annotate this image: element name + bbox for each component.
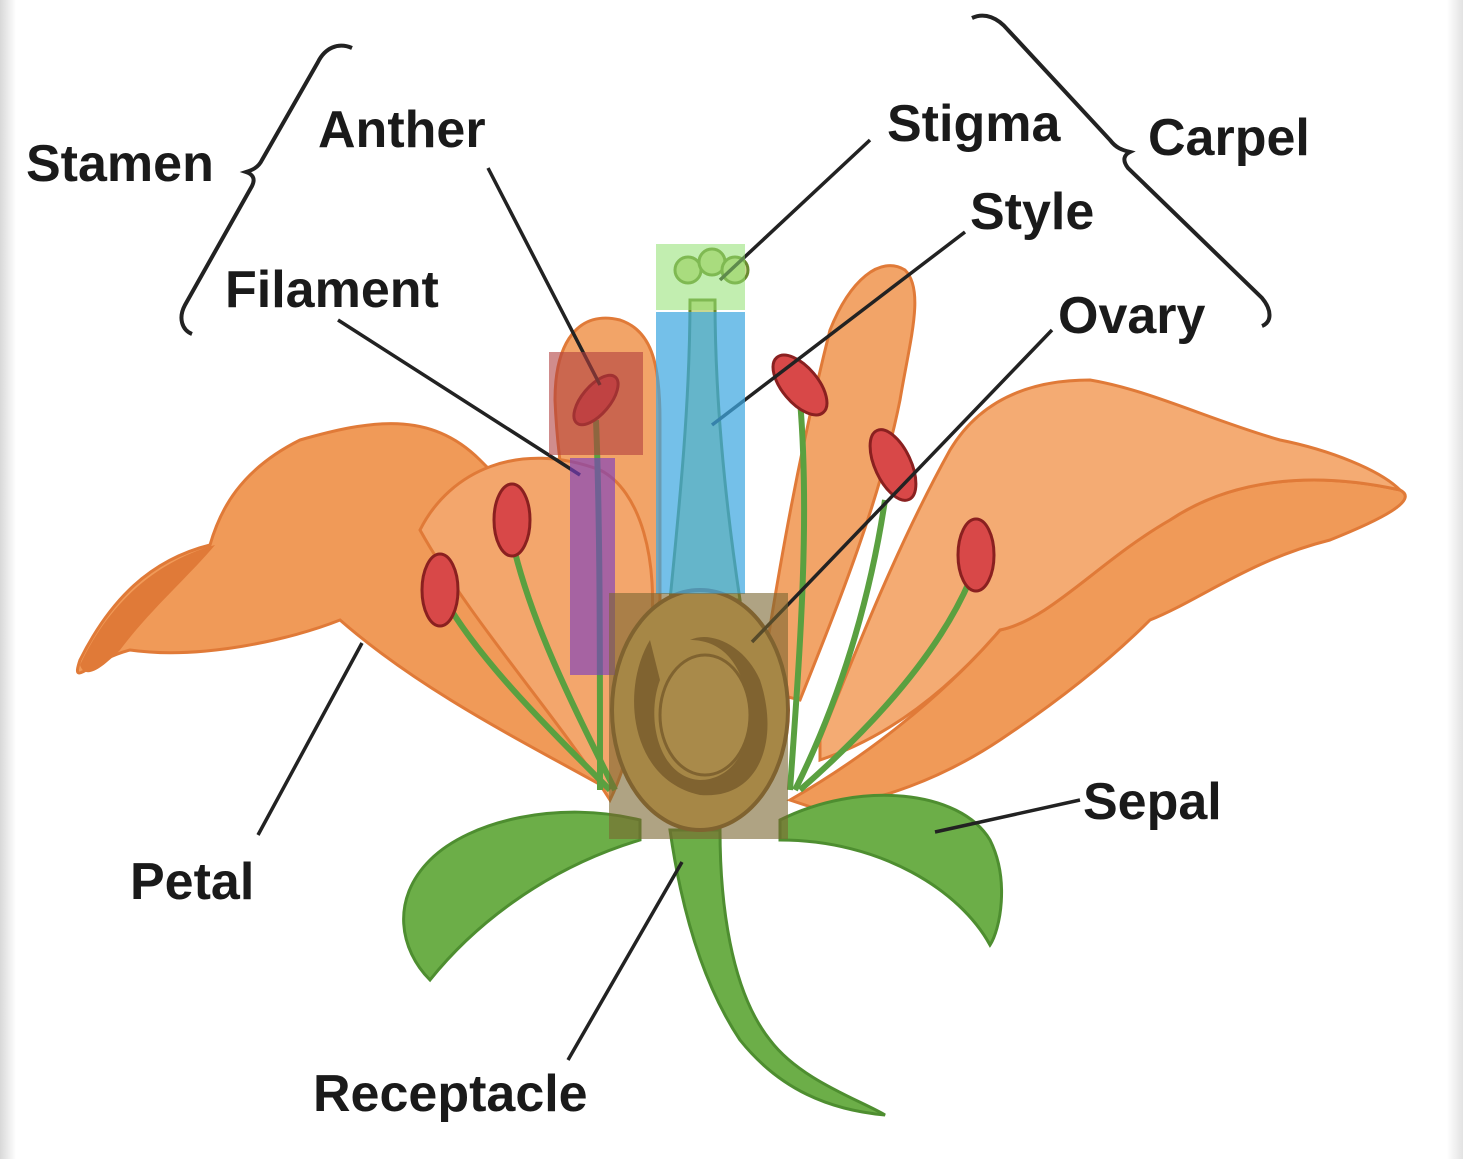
label-petal: Petal	[130, 856, 254, 908]
label-style: Style	[970, 186, 1094, 238]
style-highlight	[656, 312, 745, 594]
label-stigma: Stigma	[887, 98, 1060, 150]
anther-highlight	[549, 352, 643, 455]
label-ovary: Ovary	[1058, 290, 1205, 342]
left-sepal	[404, 812, 640, 980]
label-receptacle: Receptacle	[313, 1068, 588, 1120]
stem	[670, 830, 885, 1115]
label-stamen: Stamen	[26, 138, 214, 190]
right-sepal	[780, 795, 1002, 945]
carpel-bracket	[972, 16, 1270, 326]
label-sepal: Sepal	[1083, 776, 1222, 828]
label-filament: Filament	[225, 264, 439, 316]
stigma-highlight	[656, 244, 745, 310]
label-carpel: Carpel	[1148, 112, 1310, 164]
ovary-highlight	[609, 593, 788, 839]
label-anther: Anther	[318, 104, 486, 156]
